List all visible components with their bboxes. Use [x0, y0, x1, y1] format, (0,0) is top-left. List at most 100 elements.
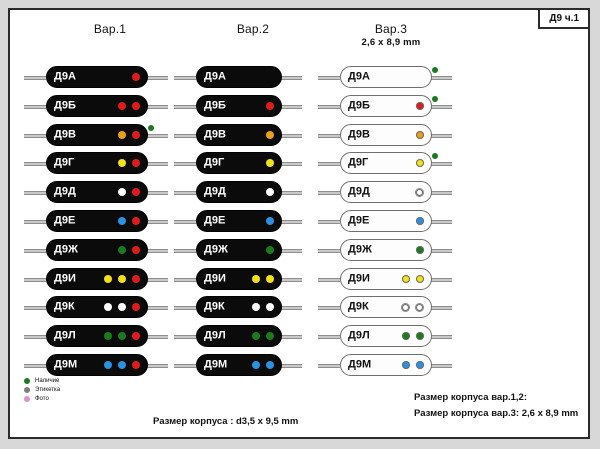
lead-left: [174, 191, 196, 196]
marker-dot-white: [118, 188, 126, 197]
lead-right: [280, 248, 302, 253]
device-label: Д9Ж: [348, 243, 372, 256]
device-label: Д9Г: [348, 156, 369, 169]
device-label: Д9Л: [348, 329, 370, 342]
device-Д9К-var2: Д9К: [174, 296, 302, 319]
device-Д9Б-var1: Д9Б: [24, 94, 168, 117]
marker-dot-red: [132, 188, 140, 197]
device-label: Д9М: [204, 358, 228, 371]
marker-dot-white: [266, 188, 274, 197]
device-label: Д9К: [54, 300, 75, 313]
device-body: Д9Б: [46, 94, 148, 117]
lead-right: [430, 248, 452, 253]
device-label: Д9Д: [204, 185, 226, 198]
marker-dot-red: [132, 159, 140, 168]
marker-dot-red: [132, 73, 140, 81]
marker-dot-green: [416, 245, 424, 254]
device-body: Д9Л: [340, 325, 432, 348]
marker-dot-yellow: [104, 274, 112, 283]
device-body: Д9Г: [46, 152, 148, 175]
lead-left: [318, 248, 340, 253]
device-Д9Д-var3: Д9Д: [318, 181, 452, 204]
lead-right: [430, 335, 452, 340]
lead-right: [430, 306, 452, 311]
marker-dot-yellow: [402, 274, 410, 283]
lead-right: [280, 306, 302, 311]
marker-dot-red: [132, 130, 140, 139]
device-Д9Д-var1: Д9Д: [24, 181, 168, 204]
marker-dot-yellow: [266, 274, 274, 283]
lead-right: [146, 133, 168, 138]
lead-right: [430, 191, 452, 196]
marker-dot-blue: [402, 361, 410, 369]
legend-item-3: Фото: [24, 396, 60, 402]
legend-label: Фото: [35, 396, 49, 402]
lead-left: [24, 335, 46, 340]
marker-dot-orange: [118, 130, 126, 139]
marker-dot-blue: [266, 217, 274, 225]
marker-dot-yellow: [118, 159, 126, 168]
lead-right: [430, 76, 452, 80]
device-Д9Г-var2: Д9Г: [174, 152, 302, 175]
device-label: Д9Ж: [204, 243, 228, 256]
marker-dot-red: [132, 101, 140, 110]
device-Д9Ж-var3: Д9Ж: [318, 238, 452, 261]
legend-swatch: [24, 387, 30, 393]
device-Д9Б-var2: Д9Б: [174, 94, 302, 117]
marker-dot-yellow: [118, 274, 126, 283]
lead-left: [174, 364, 196, 368]
device-body: Д9Д: [196, 181, 282, 204]
lead-right: [430, 133, 452, 138]
marker-dot-red: [416, 101, 424, 110]
device-label: Д9Б: [204, 99, 226, 112]
device-label: Д9М: [54, 358, 78, 371]
lead-left: [174, 76, 196, 80]
legend-label: Этикетка: [35, 387, 61, 393]
lead-left: [24, 104, 46, 109]
marker-dot-white: [252, 303, 260, 312]
device-label: Д9Л: [204, 329, 226, 342]
lead-left: [318, 335, 340, 340]
availability-dot: [432, 67, 438, 73]
marker-dot-green: [252, 332, 260, 341]
lead-left: [174, 335, 196, 340]
lead-left: [174, 248, 196, 253]
marker-dot-hollow: [415, 188, 424, 198]
device-body: Д9Д: [46, 181, 148, 204]
legend-item-2: Этикетка: [24, 387, 60, 393]
device-body: Д9А: [46, 66, 148, 88]
device-body: Д9Г: [340, 152, 432, 175]
lead-left: [318, 220, 340, 224]
marker-dot-red: [132, 245, 140, 254]
marker-dot-yellow: [252, 274, 260, 283]
column-header-2: Вар.2: [193, 22, 313, 36]
device-label: Д9И: [348, 272, 370, 285]
lead-right: [146, 335, 168, 340]
marker-dot-white: [118, 303, 126, 312]
device-body: Д9Ж: [196, 238, 282, 261]
marker-dot-green: [104, 332, 112, 341]
marker-dot-blue: [416, 217, 424, 225]
device-body: Д9Л: [46, 325, 148, 348]
device-body: Д9Е: [340, 210, 432, 232]
marker-dot-blue: [252, 361, 260, 369]
marker-dot-orange: [416, 130, 424, 139]
device-body: Д9Д: [340, 181, 432, 204]
column-header-1: Вар.1: [50, 22, 170, 36]
lead-right: [146, 191, 168, 196]
lead-right: [430, 277, 452, 282]
device-body: Д9В: [340, 123, 432, 146]
device-label: Д9Д: [348, 185, 370, 198]
lead-left: [174, 306, 196, 311]
lead-right: [280, 162, 302, 167]
device-body: Д9И: [196, 267, 282, 290]
marker-dot-green: [416, 332, 424, 341]
device-label: Д9К: [204, 300, 225, 313]
device-Д9А-var2: Д9А: [174, 66, 302, 88]
marker-dot-green: [118, 245, 126, 254]
device-Д9Е-var2: Д9Е: [174, 210, 302, 232]
device-label: Д9Б: [54, 99, 76, 112]
device-Д9Е-var3: Д9Е: [318, 210, 452, 232]
device-Д9И-var2: Д9И: [174, 267, 302, 290]
marker-dot-green: [402, 332, 410, 341]
